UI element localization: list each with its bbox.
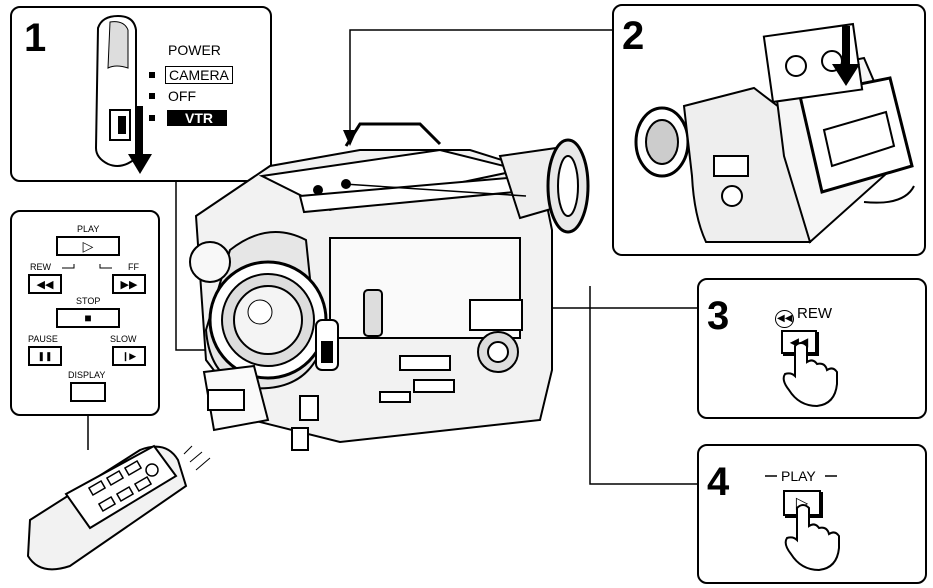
remote-display-label: DISPLAY bbox=[68, 370, 106, 380]
remote-play-label: PLAY bbox=[77, 224, 100, 234]
remote-pause-button[interactable]: ❚❚ bbox=[28, 346, 62, 366]
connector-step2 bbox=[349, 29, 612, 132]
remote-stop-label: STOP bbox=[76, 296, 101, 306]
remote-signal-lines bbox=[183, 445, 211, 471]
remote-ff-button[interactable]: ▶▶ bbox=[112, 274, 146, 294]
remote-slow-label: SLOW bbox=[110, 334, 137, 344]
connector-step1 bbox=[175, 182, 330, 351]
control-dial bbox=[477, 331, 519, 373]
remote-ff-rew-bracket bbox=[62, 264, 112, 269]
handheld-remote bbox=[26, 444, 188, 571]
step2-number: 2 bbox=[622, 14, 645, 58]
step3-panel: 3 ◀◀ REW ◀◀ bbox=[697, 278, 927, 419]
off-label: OFF bbox=[168, 88, 196, 104]
step3-rew-label: REW bbox=[797, 305, 832, 322]
step1-panel: 1 POWER CAMERA OFF VTR bbox=[10, 6, 272, 182]
step4-pressing-hand bbox=[784, 504, 840, 572]
vtr-label: VTR bbox=[167, 110, 227, 126]
remote-rew-label: REW bbox=[30, 262, 51, 272]
power-label: POWER bbox=[168, 42, 221, 58]
camera-label: CAMERA bbox=[165, 66, 233, 84]
power-switch-arrowhead bbox=[128, 154, 152, 174]
vtr-marker bbox=[149, 115, 155, 121]
viewfinder-tube bbox=[498, 144, 584, 220]
step3-rew-icon: ◀◀ bbox=[775, 310, 795, 328]
viewfinder-eyepiece bbox=[546, 138, 590, 234]
off-marker bbox=[149, 93, 155, 99]
remote-rew-button[interactable]: ◀◀ bbox=[28, 274, 62, 294]
step2-panel: 2 bbox=[612, 4, 926, 256]
cassette-insert-drawing bbox=[634, 22, 915, 244]
remote-ff-label: FF bbox=[128, 262, 139, 272]
remote-slow-button[interactable]: ❙▶ bbox=[112, 346, 146, 366]
step4-play-label: PLAY bbox=[781, 468, 816, 484]
step1-number: 1 bbox=[24, 16, 47, 60]
step4-label-dashes bbox=[765, 475, 837, 477]
remote-stop-button[interactable]: ■ bbox=[56, 308, 120, 328]
camera-handle bbox=[344, 122, 442, 147]
camera-light bbox=[189, 241, 231, 283]
power-switch-slot bbox=[118, 116, 126, 134]
camera-lens-glass bbox=[233, 285, 303, 355]
remote-play-button[interactable]: ▷ bbox=[56, 236, 120, 256]
rew-button[interactable]: ◀◀ bbox=[781, 330, 817, 354]
step3-number: 3 bbox=[707, 294, 730, 338]
step4-panel: 4 PLAY ▷ bbox=[697, 444, 927, 584]
step4-number: 4 bbox=[707, 460, 730, 504]
camera-marker bbox=[149, 72, 155, 78]
connector-step4 bbox=[589, 286, 697, 485]
power-switch-drawing bbox=[94, 14, 152, 174]
remote-display-button[interactable] bbox=[70, 382, 106, 402]
cassette-arrowhead bbox=[832, 64, 860, 86]
power-switch-shade bbox=[107, 21, 129, 69]
remote-panel: PLAY ▷ REW FF ◀◀ ▶▶ STOP ■ PAUSE SLOW ❚❚… bbox=[10, 210, 160, 416]
remote-pause-label: PAUSE bbox=[28, 334, 58, 344]
camera-lens-ring bbox=[221, 273, 315, 367]
step3-pressing-hand bbox=[782, 342, 838, 408]
camera-lens-outer bbox=[208, 260, 328, 380]
connector-step2-arrowhead bbox=[343, 130, 357, 146]
cassette-tape bbox=[762, 22, 864, 104]
